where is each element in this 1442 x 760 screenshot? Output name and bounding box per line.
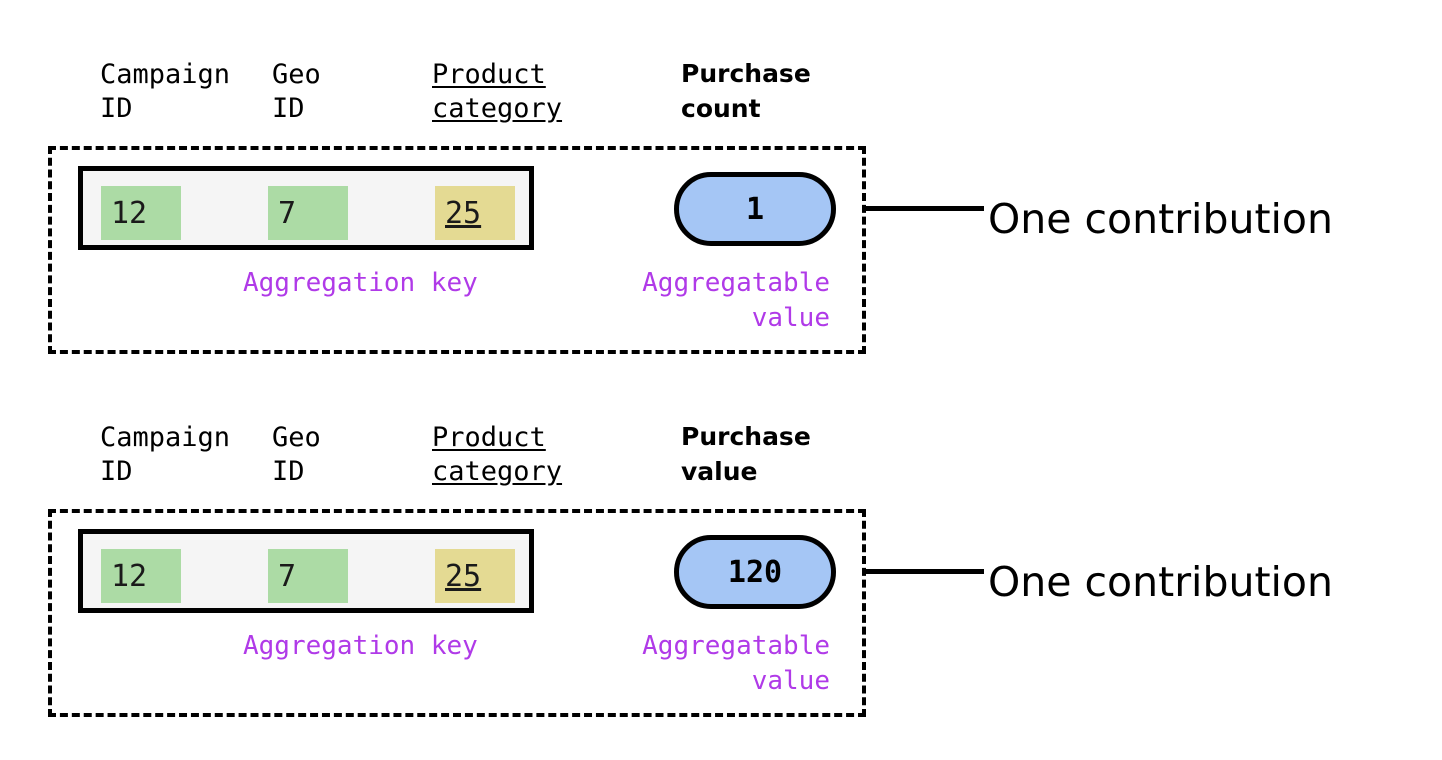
- aggregation-key-box-1: 12 7 25: [78, 166, 534, 250]
- key-cell-geo-id-value-1: 7: [278, 195, 297, 231]
- header-purchase-count: Purchase count: [681, 56, 811, 126]
- annotation-aggregatable-value-1: Aggregatable value: [596, 266, 830, 336]
- key-cell-product-category-1: 25: [435, 186, 515, 240]
- header-product-category-text-line1-2: Product: [432, 422, 546, 453]
- aggregation-key-box-2: 12 7 25: [78, 529, 534, 613]
- annotation-aggregatable-value-line2-1: value: [751, 303, 830, 333]
- header-geo-id-text-line2: ID: [272, 93, 305, 124]
- header-campaign-id-text-line1: Campaign: [100, 59, 231, 90]
- header-purchase-value: Purchase value: [681, 419, 811, 489]
- caption-one-contribution-1: One contribution: [988, 195, 1333, 243]
- annotation-aggregation-key-text-1: Aggregation key: [243, 268, 478, 298]
- header-product-category-text-line1: Product: [432, 59, 546, 90]
- header-product-category-text-line2: category: [432, 93, 563, 124]
- annotation-aggregation-key-2: Aggregation key: [243, 629, 478, 664]
- key-cell-product-category-2: 25: [435, 549, 515, 603]
- key-cell-campaign-id-1: 12: [101, 186, 181, 240]
- header-purchase-count-line1: Purchase: [681, 59, 811, 88]
- key-cell-geo-id-value-2: 7: [278, 558, 297, 594]
- annotation-aggregatable-value-line1-2: Aggregatable: [642, 631, 830, 661]
- contribution-dashed-container-1: [48, 146, 866, 354]
- key-cell-product-category-value-2: 25: [445, 558, 482, 594]
- header-product-category-text-line2-2: category: [432, 456, 563, 487]
- header-purchase-value-line2: value: [681, 457, 758, 486]
- annotation-aggregatable-value-2: Aggregatable value: [596, 629, 830, 699]
- leader-line-2: [866, 569, 984, 574]
- header-geo-id-text-line1: Geo: [272, 59, 321, 90]
- annotation-aggregatable-value-line1-1: Aggregatable: [642, 268, 830, 298]
- header-campaign-id-text-line2-2: ID: [100, 456, 133, 487]
- header-campaign-id-text-line2: ID: [100, 93, 133, 124]
- aggregatable-value-pill-1: 1: [674, 172, 836, 246]
- key-cell-campaign-id-value-1: 12: [111, 195, 148, 231]
- key-cell-campaign-id-value-2: 12: [111, 558, 148, 594]
- annotation-aggregation-key-text-2: Aggregation key: [243, 631, 478, 661]
- contribution-dashed-container-2: [48, 509, 866, 717]
- header-purchase-value-line1: Purchase: [681, 422, 811, 451]
- key-cell-campaign-id-2: 12: [101, 549, 181, 603]
- header-geo-id-text-line1-2: Geo: [272, 422, 321, 453]
- header-purchase-count-line2: count: [681, 94, 761, 123]
- key-cell-product-category-value-1: 25: [445, 195, 482, 231]
- leader-line-1: [866, 206, 984, 211]
- annotation-aggregation-key-1: Aggregation key: [243, 266, 478, 301]
- header-campaign-id-text-line1-2: Campaign: [100, 422, 231, 453]
- aggregatable-value-text-1: 1: [745, 191, 765, 227]
- annotation-aggregatable-value-line2-2: value: [751, 666, 830, 696]
- aggregatable-value-text-2: 120: [727, 554, 783, 590]
- header-geo-id-text-line2-2: ID: [272, 456, 305, 487]
- key-cell-geo-id-2: 7: [268, 549, 348, 603]
- aggregatable-value-pill-2: 120: [674, 535, 836, 609]
- caption-one-contribution-2: One contribution: [988, 558, 1333, 606]
- key-cell-geo-id-1: 7: [268, 186, 348, 240]
